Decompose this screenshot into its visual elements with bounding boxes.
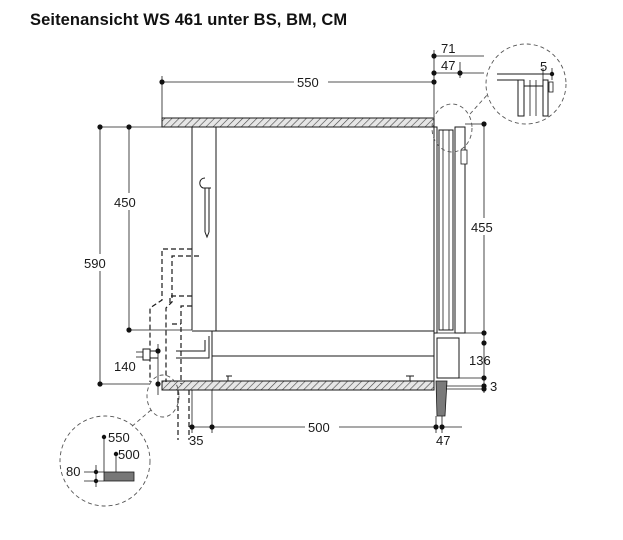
- dim-47-top: 47: [441, 58, 455, 73]
- dim-5: 5: [540, 59, 547, 74]
- top-slab: [161, 117, 435, 128]
- dim-3: 3: [490, 379, 497, 394]
- top-right-detail: [431, 43, 567, 153]
- bottom-slab: [161, 380, 435, 391]
- dim-47-bottom: 47: [436, 433, 450, 448]
- detail-dim-80: 80: [66, 464, 80, 479]
- detail-dim-550: 550: [108, 430, 130, 445]
- diagram-title: Seitenansicht WS 461 unter BS, BM, CM: [30, 11, 348, 29]
- dimension-labels: 550 71 47 5 450 590 455 140 136 3 35 500…: [66, 41, 547, 479]
- dim-590: 590: [84, 256, 106, 271]
- dim-455: 455: [471, 220, 493, 235]
- dim-450: 450: [114, 195, 136, 210]
- bottom-left-detail: [59, 374, 180, 507]
- cabinet-body: [136, 117, 484, 440]
- dim-140: 140: [114, 359, 136, 374]
- dim-35: 35: [189, 433, 203, 448]
- detail-dim-500: 500: [118, 447, 140, 462]
- dim-71: 71: [441, 41, 455, 56]
- dimension-lines: [97, 50, 487, 433]
- dim-500: 500: [308, 420, 330, 435]
- dim-136: 136: [469, 353, 491, 368]
- dim-550: 550: [297, 75, 319, 90]
